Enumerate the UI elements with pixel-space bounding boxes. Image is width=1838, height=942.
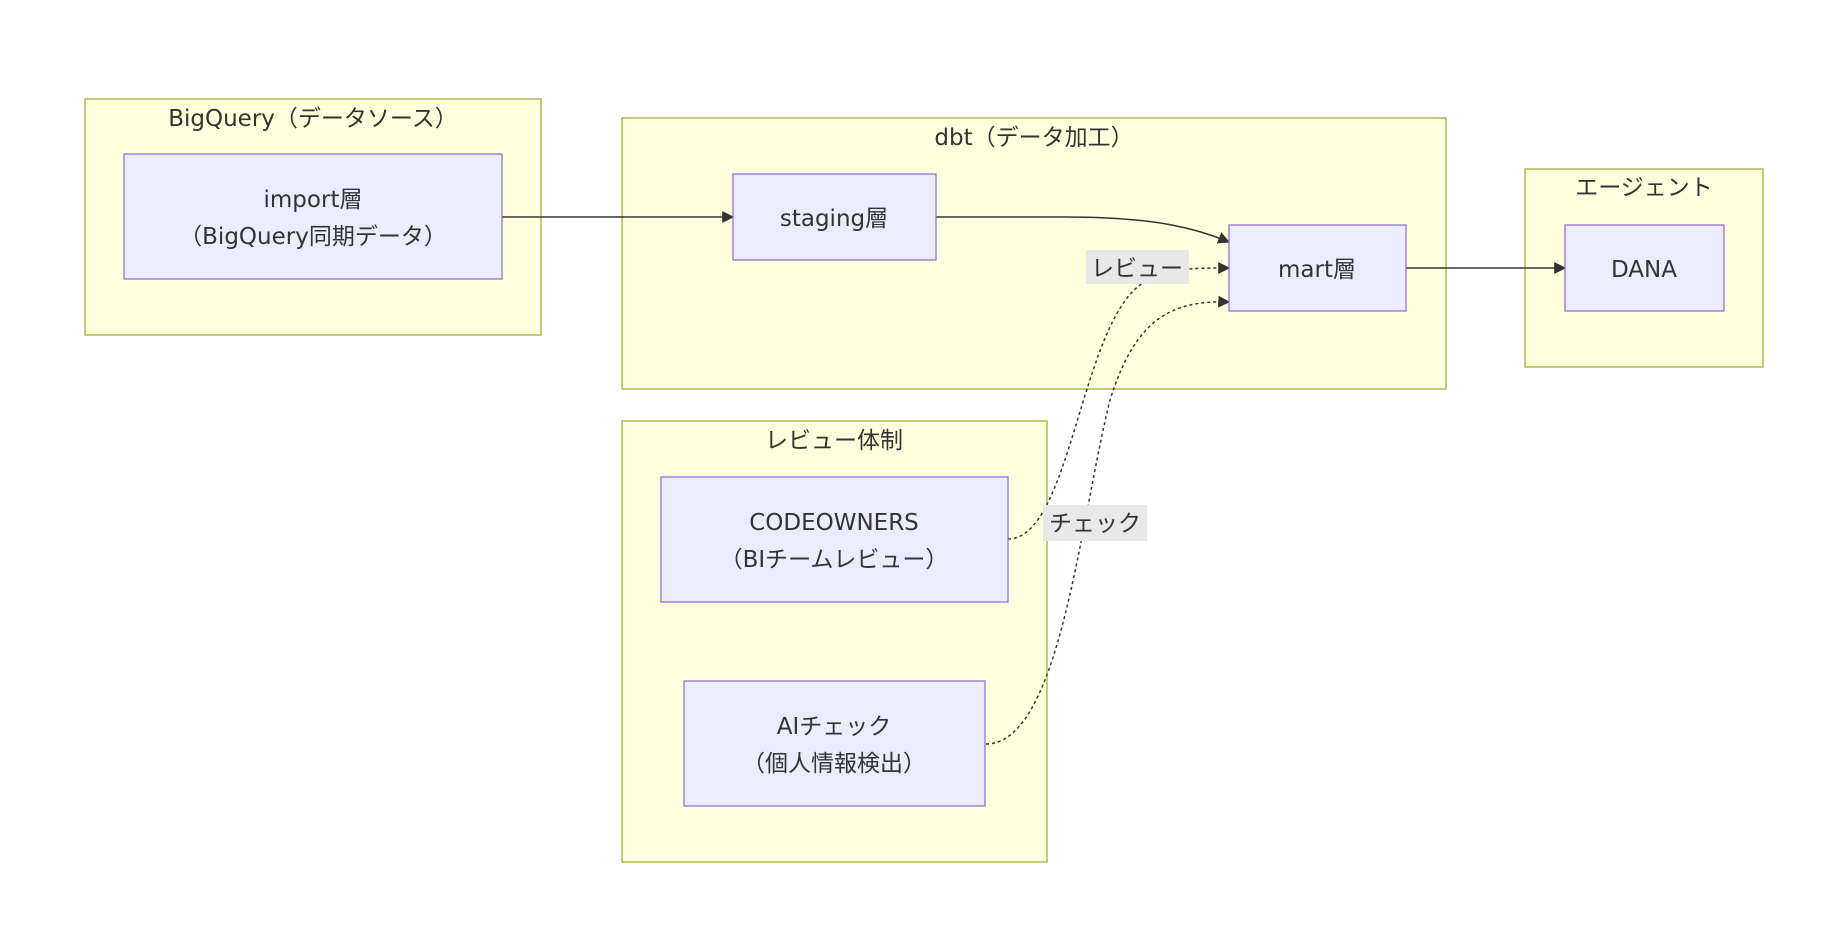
edge-aicheck-to-mart xyxy=(985,295,1231,745)
svg-text:レビュー: レビュー xyxy=(1091,256,1183,282)
cluster-dbt-title: dbt（データ加工） xyxy=(934,125,1133,151)
node-import-sublabel: （BigQuery同期データ） xyxy=(179,224,447,250)
node-codeowners-label: CODEOWNERS xyxy=(749,510,919,536)
node-dana-label: DANA xyxy=(1611,257,1677,283)
node-import[interactable]: import層 （BigQuery同期データ） xyxy=(123,153,503,280)
svg-text:チェック: チェック xyxy=(1049,511,1141,537)
node-codeowners-sublabel: （BIチームレビュー） xyxy=(720,547,949,573)
edge-staging-to-mart xyxy=(936,216,1231,244)
cluster-agent-title: エージェント xyxy=(1575,175,1713,201)
cluster-bigquery-title: BigQuery（データソース） xyxy=(168,106,458,132)
cluster-review-title: レビュー体制 xyxy=(765,428,903,454)
node-aicheck-sublabel: （個人情報検出） xyxy=(742,751,926,777)
node-aicheck[interactable]: AIチェック （個人情報検出） xyxy=(683,680,986,807)
node-codeowners[interactable]: CODEOWNERS （BIチームレビュー） xyxy=(660,476,1009,603)
node-mart[interactable]: mart層 xyxy=(1228,224,1407,312)
node-mart-label: mart層 xyxy=(1278,257,1356,283)
edge-label-check: チェック xyxy=(1043,505,1147,541)
edge-label-review: レビュー xyxy=(1086,250,1189,284)
node-staging[interactable]: staging層 xyxy=(732,173,937,261)
node-dana[interactable]: DANA xyxy=(1564,224,1725,312)
node-import-label: import層 xyxy=(264,187,363,213)
node-aicheck-label: AIチェック xyxy=(777,714,892,740)
node-staging-label: staging層 xyxy=(780,206,888,232)
